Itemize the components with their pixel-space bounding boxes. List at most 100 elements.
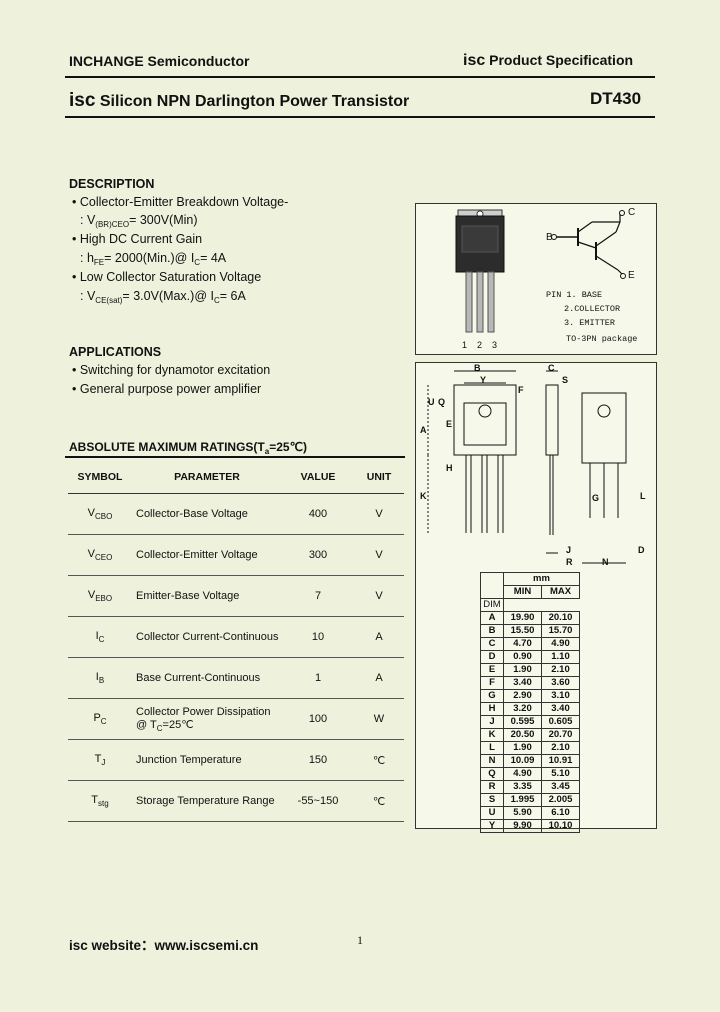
description-heading: DESCRIPTION	[69, 177, 155, 191]
table-row: VCEO Collector-Emitter Voltage 300 V	[68, 534, 404, 576]
dim-letter-cell: S	[480, 793, 504, 807]
dim-max-cell: 0.605	[541, 715, 580, 729]
dim-max-cell: 3.10	[541, 689, 580, 703]
spec-label: Product Specification	[489, 52, 634, 68]
dim-max-cell: 4.90	[541, 637, 580, 651]
doc-title: isc Silicon NPN Darlington Power Transis…	[69, 90, 409, 112]
dim-letter-cell: Q	[480, 767, 504, 781]
spec-title: isc Product Specification	[463, 52, 633, 70]
dim-max-cell: 3.45	[541, 780, 580, 794]
symbol-cell: VCEO	[68, 534, 132, 576]
unit-cell: V	[354, 493, 404, 535]
app-line-1: • Switching for dynamotor excitation	[72, 363, 271, 377]
dim-letter-cell: L	[480, 741, 504, 755]
dim-letter-cell: R	[480, 780, 504, 794]
dim-label-n: N	[602, 557, 609, 567]
isc-logo: isc	[463, 52, 486, 69]
dim-min-cell: 19.90	[503, 611, 542, 625]
symbol-cell: Tstg	[68, 780, 132, 822]
dim-label-j: J	[566, 545, 572, 555]
pin-label-2: 2	[477, 340, 483, 350]
dim-label-a: A	[420, 425, 427, 435]
dim-min-cell: 15.50	[503, 624, 542, 638]
dim-max-cell: 2.005	[541, 793, 580, 807]
value-cell: 400	[282, 493, 354, 535]
unit-cell: W	[354, 698, 404, 740]
value-cell: 7	[282, 575, 354, 617]
value-cell: 300	[282, 534, 354, 576]
value-cell: 150	[282, 739, 354, 781]
transistor-package-image	[455, 209, 626, 333]
dim-letter-cell: G	[480, 689, 504, 703]
title-text: Silicon NPN Darlington Power Transistor	[99, 93, 410, 110]
dim-label-c: C	[548, 363, 555, 373]
dim-min-cell: 1.995	[503, 793, 542, 807]
terminal-e: E	[628, 270, 635, 281]
dim-label-s: S	[562, 375, 569, 385]
dim-min-cell: 3.40	[503, 676, 542, 690]
title-isc-logo: isc	[69, 90, 96, 111]
dim-letter-cell: C	[480, 637, 504, 651]
symbol-cell: TJ	[68, 739, 132, 781]
dim-letter-cell: H	[480, 702, 504, 716]
footer-website: isc website：www.iscsemi.cn	[69, 938, 259, 953]
dim-header-row: mm	[480, 572, 580, 599]
dim-label-q: Q	[438, 397, 446, 407]
dim-max-cell: 10.91	[541, 754, 580, 768]
dim-unit-header: mm	[503, 572, 580, 586]
dimension-drawing	[427, 370, 627, 564]
dim-label-l: L	[640, 491, 646, 501]
desc-line-3: • Low Collector Saturation Voltage	[72, 270, 262, 284]
dim-letter-cell: Y	[480, 819, 504, 833]
col-value: VALUE	[282, 460, 354, 494]
value-cell: 100	[282, 698, 354, 740]
terminal-c: C	[628, 207, 636, 218]
table-row: PC Collector Power Dissipation@ TC=25℃ 1…	[68, 698, 404, 740]
desc-spec-2: : hFE= 2000(Min.)@ IC= 4A	[80, 251, 227, 267]
dim-letter-cell: U	[480, 806, 504, 820]
symbol-cell: VCBO	[68, 493, 132, 535]
dim-letter-cell: N	[480, 754, 504, 768]
ratings-rule	[65, 456, 405, 458]
dim-min-cell: 4.70	[503, 637, 542, 651]
dim-col-row: MIN MAX	[481, 585, 580, 599]
title-rule	[65, 116, 655, 118]
dim-max-cell: 20.10	[541, 611, 580, 625]
dim-max-cell: 2.10	[541, 663, 580, 677]
table-row: Tstg Storage Temperature Range -55~150 ℃	[68, 780, 404, 822]
dim-max-cell: 20.70	[541, 728, 580, 742]
pin-label-3: 3	[492, 340, 498, 350]
symbol-cell: PC	[68, 698, 132, 740]
dim-min-cell: 0.595	[503, 715, 542, 729]
page-number: 1	[357, 933, 363, 947]
dim-max-cell: 10.10	[541, 819, 580, 833]
ratings-header-row: SYMBOL PARAMETER VALUE UNIT	[68, 460, 404, 494]
dim-label-y: Y	[480, 375, 487, 385]
dim-label-k: K	[420, 491, 427, 501]
terminal-b: B	[546, 232, 553, 243]
dim-min-cell: 10.09	[503, 754, 542, 768]
dim-col-dim: DIM	[480, 598, 504, 612]
dim-min-cell: 0.90	[503, 650, 542, 664]
symbol-cell: IB	[68, 657, 132, 699]
app-line-2: • General purpose power amplifier	[72, 382, 262, 396]
package-box: 1 2 3 C B E PIN 1. BASE 2.COLLECTOR 3. E…	[415, 203, 657, 355]
unit-cell: A	[354, 616, 404, 658]
pin-line-2: 2.COLLECTOR	[564, 304, 621, 314]
parameter-cell: Collector Power Dissipation@ TC=25℃	[132, 698, 282, 740]
dim-min-cell: 9.90	[503, 819, 542, 833]
parameter-cell: Collector Current-Continuous	[132, 616, 282, 658]
dim-max-cell: 2.10	[541, 741, 580, 755]
table-row: IC Collector Current-Continuous 10 A	[68, 616, 404, 658]
dim-label-u: U	[428, 397, 435, 407]
value-cell: -55~150	[282, 780, 354, 822]
